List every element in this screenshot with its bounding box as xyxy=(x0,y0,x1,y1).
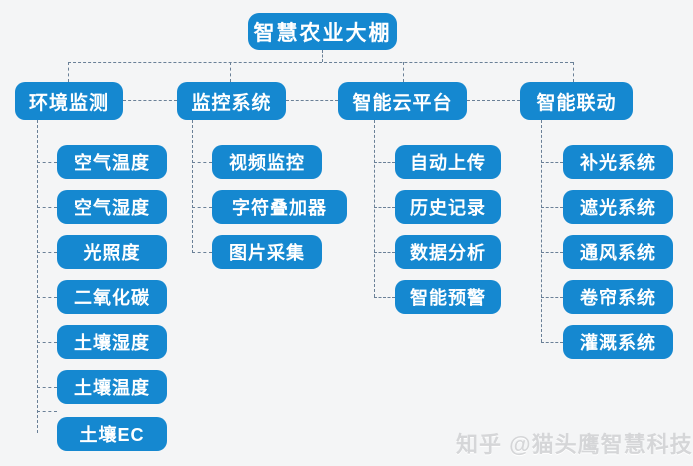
child-node: 通风系统 xyxy=(563,235,673,269)
connector-child-stub xyxy=(37,342,57,343)
connector-branch-trunk xyxy=(374,120,375,297)
connector-branch-trunk xyxy=(37,120,38,433)
connector-child-stub xyxy=(541,297,563,298)
connector-child-stub xyxy=(541,207,563,208)
connector-child-stub xyxy=(37,297,57,298)
child-node: 土壤EC xyxy=(57,417,167,451)
connector-root-drop xyxy=(322,50,323,62)
connector-branch-drop xyxy=(573,62,574,82)
connector-branch-drop xyxy=(68,62,69,82)
connector-child-stub xyxy=(374,252,395,253)
connector-child-stub xyxy=(374,162,395,163)
connector-child-stub xyxy=(37,387,57,388)
connector-child-stub xyxy=(192,162,212,163)
connector-child-stub xyxy=(374,297,395,298)
branch-node: 智能联动 xyxy=(520,82,633,120)
connector-branch-link xyxy=(123,100,177,101)
connector-child-stub xyxy=(374,207,395,208)
child-node: 灌溉系统 xyxy=(563,325,673,359)
child-node: 智能预警 xyxy=(395,280,501,314)
connector-child-stub xyxy=(37,207,57,208)
child-node: 历史记录 xyxy=(395,190,501,224)
connector-child-stub xyxy=(192,252,212,253)
child-node: 图片采集 xyxy=(212,235,322,269)
connector-child-stub xyxy=(37,252,57,253)
connector-branch-link xyxy=(286,100,338,101)
child-node: 视频监控 xyxy=(212,145,322,179)
connector-child-stub xyxy=(541,162,563,163)
child-node: 空气温度 xyxy=(57,145,167,179)
child-node: 卷帘系统 xyxy=(563,280,673,314)
child-node: 数据分析 xyxy=(395,235,501,269)
root-node: 智慧农业大棚 xyxy=(248,13,397,50)
connector-branch-drop xyxy=(403,62,404,82)
connector-branch-link xyxy=(467,100,520,101)
connector-child-stub xyxy=(541,252,563,253)
branch-node: 环境监测 xyxy=(15,82,123,120)
child-node: 土壤湿度 xyxy=(57,325,167,359)
connector-child-stub xyxy=(192,207,212,208)
child-node: 空气湿度 xyxy=(57,190,167,224)
connector-branch-trunk xyxy=(541,120,542,342)
connector-child-stub xyxy=(37,162,57,163)
child-node: 二氧化碳 xyxy=(57,280,167,314)
branch-node: 监控系统 xyxy=(177,82,286,120)
child-node: 光照度 xyxy=(57,235,167,269)
connector-top-rail xyxy=(68,62,573,63)
branch-node: 智能云平台 xyxy=(338,82,467,120)
child-node: 土壤温度 xyxy=(57,370,167,404)
child-node: 补光系统 xyxy=(563,145,673,179)
watermark: 知乎 @猫头鹰智慧科技 xyxy=(456,432,693,457)
connector-branch-trunk xyxy=(192,120,193,253)
child-node: 遮光系统 xyxy=(563,190,673,224)
child-node: 自动上传 xyxy=(395,145,501,179)
child-node: 字符叠加器 xyxy=(212,190,347,224)
connector-child-stub xyxy=(541,342,563,343)
connector-child-stub xyxy=(37,411,57,412)
connector-branch-drop xyxy=(230,62,231,82)
